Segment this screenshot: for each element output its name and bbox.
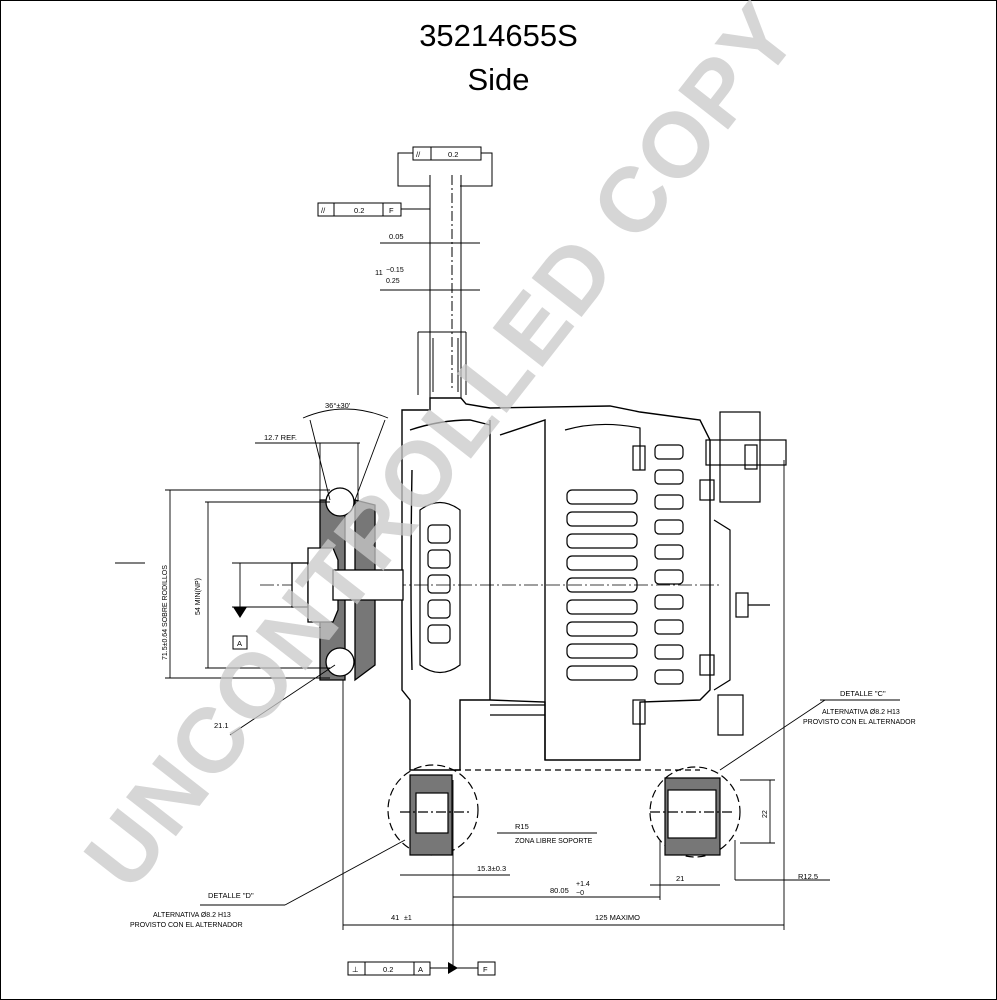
view-title: Side [467,62,530,97]
bottom-frame-datum-f: F [483,965,488,974]
datum-a-box [232,635,248,650]
datum-triangle-f [448,962,458,974]
detail-c-lug [649,766,741,858]
detail-c-line1: ALTERNATIVA Ø8.2 H13 [822,709,900,716]
left-frame-value: 0.2 [354,206,364,215]
dim-roller: 71.5±0.64 SOBRE RODILLOS [162,565,169,660]
bottom-dimensions [200,460,900,965]
detail-c-label: DETALLE "C" [840,689,886,698]
dim-22: 22 [762,810,769,818]
dim-11: 11 [375,268,383,277]
datum-a-label: A [237,639,242,648]
bottom-frame-value: 0.2 [383,965,393,974]
datum-a-triangle [233,607,247,618]
dim-0-05: 0.05 [389,232,404,241]
tolerance-frame-left [317,202,430,217]
dim-11-tol-lower: 0.25 [386,278,400,285]
mounting-ear-top [380,175,480,398]
detail-c-line2: PROVISTO CON EL ALTERNADOR [803,719,916,726]
dim-21: 21 [676,874,684,883]
dim-125-max: 125 MAXIMO [595,913,640,922]
dim-r15: R15 [515,822,529,831]
stator-slots-left [419,501,461,674]
dim-11-tol-upper: −0.15 [386,267,404,274]
dim-21-1: 21.1 [214,721,229,730]
detail-d-line1: ALTERNATIVA Ø8.2 H13 [153,912,231,919]
top-frame-value: 0.2 [448,150,458,159]
dim-r12-5: R12.5 [798,872,818,881]
part-number-title: 35214655S [419,18,578,53]
top-frame-symbol: // [416,150,421,159]
tolerance-frame-top [397,146,493,187]
dim-ref-12-7: 12.7 REF. [264,433,297,442]
dim-80-05-tol-upper: +1.4 [576,881,590,888]
dim-angle: 36°±30' [325,401,351,410]
pulley-dimensions [115,408,389,736]
dim-80-05-tol-lower: −0 [576,890,584,897]
left-frame-datum: F [389,206,394,215]
dim-15-3: 15.3±0.3 [477,864,506,873]
alternator-body [401,397,711,771]
watermark: UNCONTROLLED COPY [65,0,818,907]
rear-terminal [699,411,787,736]
detail-d-line2: PROVISTO CON EL ALTERNADOR [130,922,243,929]
dim-min: 54 MIN(NP) [195,578,202,615]
bottom-frame-symbol: ⊥ [352,965,359,974]
detail-d-label: DETALLE "D" [208,891,254,900]
cooling-fins [490,423,684,725]
pulley [291,487,404,682]
dim-80-05: 80.05 [550,886,569,895]
dim-41: 41 [391,913,399,922]
bottom-frame-datum-a: A [418,965,423,974]
left-frame-symbol: // [321,206,326,215]
detail-d-lug [387,764,700,856]
zona-libre: ZONA LIBRE SOPORTE [515,838,593,845]
dim-41-tol: ±1 [404,915,412,922]
